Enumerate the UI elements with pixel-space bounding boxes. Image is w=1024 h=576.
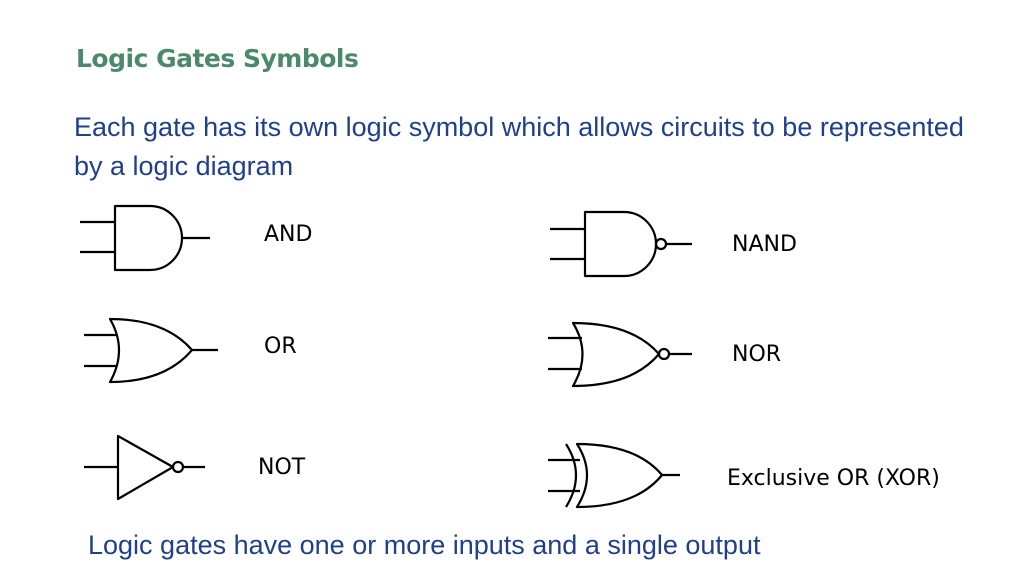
and-gate-icon	[80, 204, 210, 272]
or-gate-label: OR	[264, 334, 297, 359]
or-gate-icon	[84, 317, 218, 384]
xor-gate-label: Exclusive OR (XOR)	[727, 466, 940, 491]
nand-gate-label: NAND	[732, 232, 797, 257]
xor-gate-icon	[548, 442, 680, 509]
nand-gate-icon	[550, 210, 692, 278]
nor-gate-label: NOR	[732, 342, 782, 367]
footer-text: Logic gates have one or more inputs and …	[88, 530, 761, 560]
not-gate-label: NOT	[258, 455, 306, 480]
nor-gate-icon	[548, 321, 692, 388]
not-gate-icon	[84, 434, 205, 501]
intro-text: Each gate has its own logic symbol which…	[74, 112, 964, 181]
and-gate-label: AND	[264, 222, 313, 247]
page-title: Logic Gates Symbols	[76, 44, 359, 73]
